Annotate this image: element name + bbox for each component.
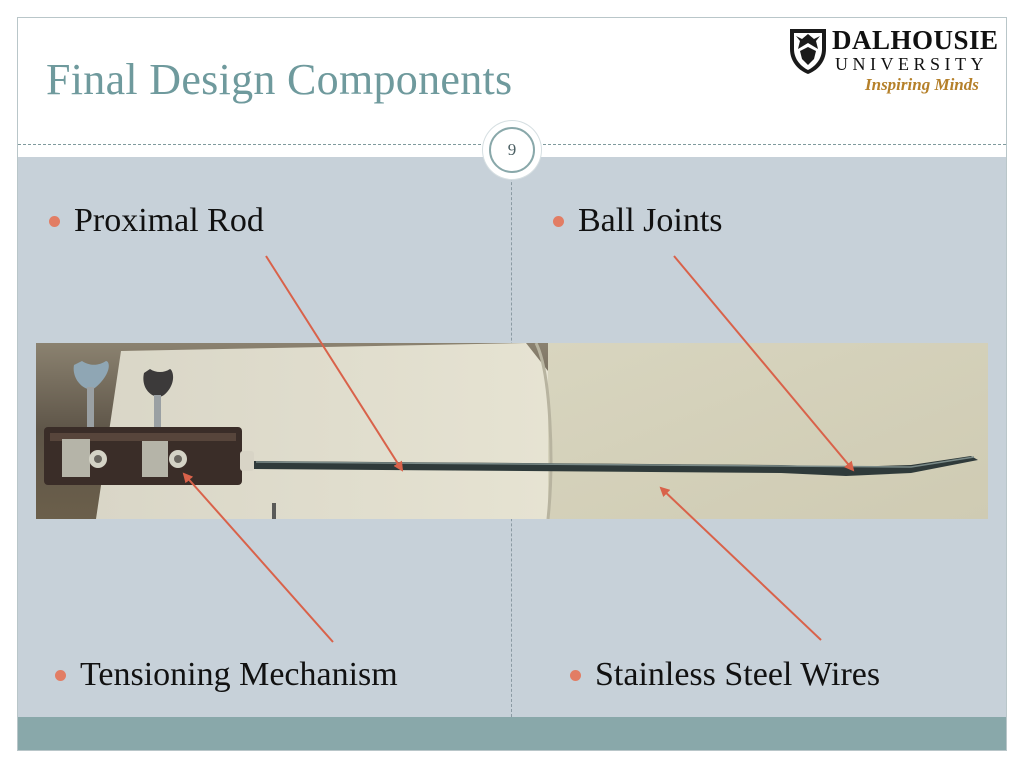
- bullet-label: Stainless Steel Wires: [595, 656, 881, 693]
- tensioning-block: [44, 427, 254, 485]
- paper-edge: [534, 343, 553, 519]
- tuning-key-right: [143, 369, 174, 439]
- paper-sheet-right: [548, 343, 988, 519]
- slide: Final Design Components DALHOUSIE UNIVER…: [17, 17, 1007, 751]
- logo-subtitle: UNIVERSITY: [835, 54, 988, 74]
- slide-title: Final Design Components: [46, 55, 513, 104]
- steel-rod: [254, 456, 978, 476]
- page-number-badge: 9: [483, 121, 541, 179]
- bullet-tensioning-mechanism: Tensioning Mechanism: [55, 656, 398, 694]
- bullet-dot-icon: [570, 669, 581, 681]
- bullet-label: Proximal Rod: [74, 202, 264, 239]
- bullet-dot-icon: [55, 669, 66, 681]
- shield-icon: [790, 29, 826, 74]
- footer-bar: [18, 717, 1006, 750]
- bullet-label: Ball Joints: [578, 202, 723, 239]
- bullet-ball-joints: Ball Joints: [553, 202, 723, 240]
- bullet-dot-icon: [49, 215, 60, 227]
- page-number: 9: [489, 127, 535, 173]
- bullet-label: Tensioning Mechanism: [80, 656, 398, 693]
- tuning-key-left: [73, 361, 109, 437]
- logo-tagline: Inspiring Minds: [865, 75, 979, 94]
- device-photo: [36, 343, 988, 519]
- wire-stub: [272, 503, 276, 519]
- bullet-proximal-rod: Proximal Rod: [49, 202, 264, 240]
- bullet-stainless-steel-wires: Stainless Steel Wires: [570, 656, 880, 694]
- bullet-dot-icon: [553, 215, 564, 227]
- logo-wordmark: DALHOUSIE: [832, 25, 999, 55]
- dalhousie-logo: DALHOUSIE UNIVERSITY Inspiring Minds: [788, 23, 998, 98]
